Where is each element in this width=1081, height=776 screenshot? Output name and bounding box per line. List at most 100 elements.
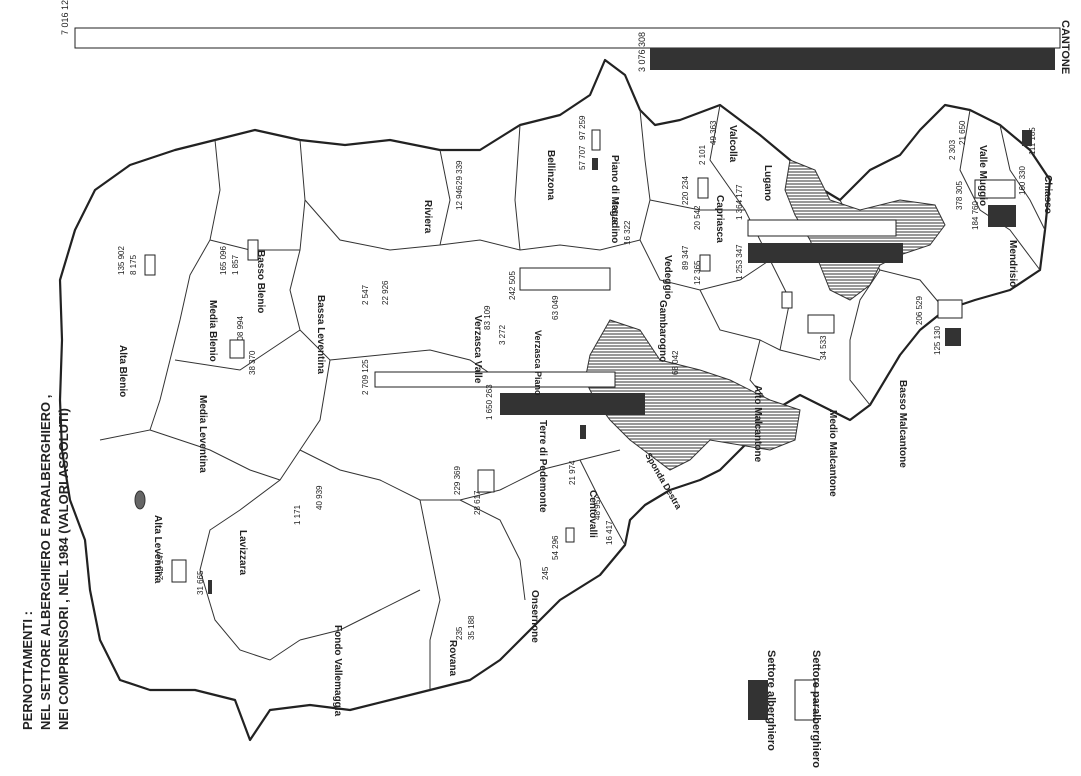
region-media-leventina: Media Leventina 38 370 208 994 [197,316,257,474]
region-value-paralberghiero: 111 185 [1028,127,1037,155]
region-chiasso: Chiasso 160 330 111 185 [1018,127,1053,214]
region-value-alberghiero: 2 547 [361,284,370,305]
region-value-paralberghiero: 220 234 [681,176,690,205]
region-value-alberghiero: 57 707 [578,145,587,170]
legend-label-alberghiero: Settore alberghiero [765,650,777,751]
locarno-value-paralberghiero: 2 709 125 [361,359,370,395]
cantone-value-paralberghiero: 7 016 125 [60,0,70,35]
region-vedeggio: Vedeggio 12 365 89 347 [662,245,711,299]
region-bar-alberghiero [988,205,1016,227]
region-bar-paralberghiero [807,314,835,334]
region-bellinzona: Bellinzona 57 707 97 259 [545,115,601,200]
region-bar-paralberghiero [247,239,259,261]
region-bar-alberghiero [1022,130,1032,146]
region-bar-paralberghiero [477,469,495,493]
region-value-paralberghiero: 97 259 [578,115,587,140]
region-label: Bellinzona [545,150,556,200]
region-lugano: Lugano 1 253 347 1 364 177 [735,165,773,280]
region-value-paralberghiero: 135 902 [117,246,126,275]
region-riviera: Riviera 12 946 29 339 [422,160,464,234]
region-label: Centovalli [587,490,598,538]
large-bars [374,219,903,415]
region-bassa-leventina: Bassa Leventina 2 547 22 926 [315,280,390,374]
region-value-alberghiero: 125 130 [933,326,942,355]
region-value-alberghiero: 21 974 [568,460,577,485]
region-piano-di-magadino: Piano di Magadino 16 322 37 561 [609,155,632,245]
region-medio-malcantone: Medio Malcantone 34 533 [807,314,838,497]
region-label: Onsernone [529,590,540,643]
region-value-alberghiero: 34 533 [819,335,828,360]
region-label: Riviera [422,200,433,234]
region-value-alberghiero: 1 171 [293,504,302,525]
region-label: Gambarogno [657,300,668,362]
region-value-alberghiero: 245 [541,566,550,580]
region-label: Vedeggio [662,255,673,299]
region-label: Alta Blenio [117,345,128,397]
region-value-paralberghiero: 89 347 [681,245,690,270]
region-onsernone: Onsernone 245 54 296 [529,527,575,643]
lugano-value-paralberghiero: 1 364 177 [735,184,744,220]
region-label: Valcolla [727,125,738,163]
region-bar-paralberghiero [171,559,187,583]
cantone-totals: CANTONE 7 016 125 3 076 308 [60,0,1071,74]
region-valcolla: Valcolla 2 101 49 363 [698,120,738,165]
region-value-paralberghiero: 37 561 [611,200,620,225]
legend-swatch-paralberghiero [794,679,816,721]
region-label: Verzasca Piano [533,330,543,396]
region-value-alberghiero: 38 370 [248,350,257,375]
region-value-paralberghiero: 229 369 [453,466,462,495]
region-value-paralberghiero: 29 339 [455,160,464,185]
lugano-value-alberghiero: 1 253 347 [735,244,744,280]
region-value-alberghiero: 20 542 [693,205,702,230]
region-value-paralberghiero: 35 188 [467,615,476,640]
region-value-alberghiero: 16 417 [605,520,614,545]
region-value-alberghiero: 235 [455,626,464,640]
lake-ritom [134,490,146,510]
region-verzasca-valle: Verzasca Valle 3 272 83 109 [472,305,507,384]
region-value-alberghiero: 12 946 [455,185,464,210]
region-alto-malcantone: Alto Malcantone [752,291,793,463]
region-bar-alberghiero [580,425,586,439]
region-media-blenio: Media Blenio [207,300,218,362]
region-value-alberghiero: 1 857 [231,254,240,275]
region-bar-paralberghiero [937,299,963,319]
region-value-paralberghiero: 83 109 [483,305,492,330]
region-label: Fondo Vallemaggia [332,625,343,717]
region-label: Verzasca Valle [472,315,483,384]
region-centovalli: Centovalli 16 417 48 957 [587,490,614,545]
region-bar-paralberghiero [781,291,793,309]
region-label: Alta Leventina [152,515,163,584]
lugano-bar-alberghiero [748,243,903,263]
region-label: Media Blenio [207,300,218,362]
region-label: Rovana [447,640,458,677]
region-label: Piano di Magadino [609,155,620,243]
region-value-alberghiero: 3 272 [498,324,507,345]
region-bar-paralberghiero [974,179,1016,199]
region-label: Media Leventina [197,395,208,473]
region-label: Valle Muggio [977,145,988,206]
region-label: Lugano [762,165,773,201]
region-label: Mendrisio [1007,240,1018,287]
title-line-3: NEI COMPRENSORI , NEL 1984 (VALORI ASSOL… [56,408,71,730]
region-valle-muggio: Valle Muggio 2 303 21 650 [948,120,988,206]
region-label: Terre di Pedemonte [537,420,548,513]
region-verzasca-piano: Verzasca Piano 63 049 242 505 [508,271,560,397]
region-bar-paralberghiero [144,254,156,276]
region-value-alberghiero: 2 101 [698,144,707,165]
map-title: PERNOTTAMENTI : NEL SETTORE ALBERGHIERO … [20,395,71,730]
cantone-bar-paralberghiero [74,27,1061,49]
region-terre-di-pedemonte: Terre di Pedemonte 21 974 [537,420,586,513]
region-label: Bassa Leventina [315,295,326,374]
region-value-paralberghiero: 378 305 [955,181,964,210]
region-lavizzara: Lavizzara 1 171 40 939 [237,485,324,575]
region-bar-paralberghiero [591,129,601,151]
region-value-paralberghiero: 48 957 [593,495,602,520]
locarno-value-alberghiero: 1 650 263 [485,384,494,420]
region-value-paralberghiero: 206 529 [915,296,924,325]
region-value-paralberghiero: 54 296 [551,535,560,560]
region-value-alberghiero: 2 303 [948,139,957,160]
region-label: Chiasso [1042,175,1053,214]
cantone-value-alberghiero: 3 076 308 [637,32,647,72]
cantone-bar-alberghiero [650,48,1055,70]
